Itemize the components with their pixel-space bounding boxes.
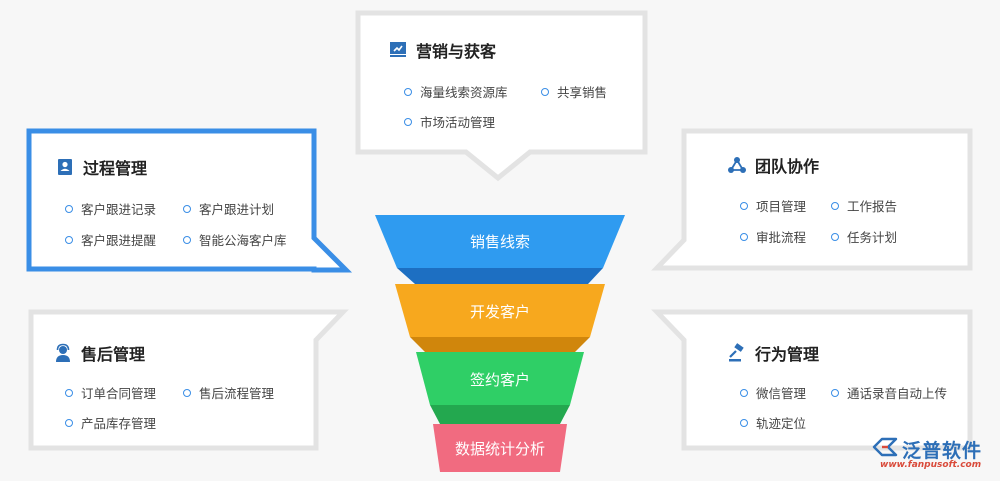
funnel-stage-1-shape [375,215,625,268]
fanpu-logo-icon [872,437,898,457]
bullet-dot-icon [831,201,839,210]
list-item: 客户跟进记录 [65,199,156,218]
bullet-dot-icon [541,87,549,96]
list-item: 轨迹定位 [740,413,806,432]
brand-name: 泛普软件 [902,440,983,462]
bullet-dot-icon [65,204,73,213]
funnel-twist-3 [430,405,570,424]
process-title: 过程管理 [55,155,147,179]
support-agent-icon [56,343,70,362]
card-outline-process [26,128,353,273]
funnel-stage-4-label: 数据统计分析 [454,440,545,458]
list-item: 共享销售 [541,82,607,101]
bullet-dot-icon [831,232,839,241]
card-outline-aftersales [28,309,349,451]
list-item: 客户跟进提醒 [65,230,156,249]
brand-logo: 泛普软件 www.fanpusoft.com [870,436,995,476]
brand-url: www.fanpusoft.com [880,460,982,470]
list-item: 智能公海客户库 [183,230,287,249]
funnel-stage-3-label: 签约客户 [469,371,530,389]
bullet-dot-icon [65,235,73,244]
list-item: 市场活动管理 [404,112,495,131]
marketing-title: 营销与获客 [388,38,496,62]
bullet-dot-icon [65,388,73,397]
funnel-stage-3-shape [416,352,584,405]
card-outline-behavior [651,309,973,451]
funnel-stage-2-label: 开发客户 [469,303,530,321]
list-item: 海量线索资源库 [404,82,508,101]
bullet-dot-icon [740,418,748,427]
bullet-dot-icon [740,388,748,397]
bullet-dot-icon [65,418,73,427]
bullet-dot-icon [740,201,748,210]
id-card-icon [58,159,72,175]
list-item: 售后流程管理 [183,383,274,402]
funnel-twist-1 [397,268,603,284]
aftersales-title-text: 售后管理 [81,345,146,364]
list-item: 项目管理 [740,196,806,215]
list-item: 审批流程 [740,227,806,246]
list-item: 订单合同管理 [65,383,156,402]
team-title-text: 团队协作 [755,157,820,176]
list-item: 微信管理 [740,383,806,402]
bullet-dot-icon [183,388,191,397]
presentation-board-icon [390,42,406,57]
bullet-dot-icon [404,117,412,126]
bullet-dot-icon [183,235,191,244]
list-item: 客户跟进计划 [183,199,274,218]
list-item: 工作报告 [831,196,897,215]
list-item: 产品库存管理 [65,413,156,432]
behavior-title-text: 行为管理 [755,345,820,364]
gavel-icon [729,343,744,362]
bullet-dot-icon [740,232,748,241]
list-item: 任务计划 [831,227,897,246]
network-nodes-icon [728,157,746,173]
marketing-title-text: 营销与获客 [416,42,497,61]
behavior-title: 行为管理 [727,341,819,365]
funnel-stage-2-shape [395,284,605,337]
bullet-dot-icon [183,204,191,213]
card-outline-team [651,128,973,271]
funnel-stage-4-shape [433,424,567,472]
team-title: 团队协作 [727,153,819,177]
funnel-stage-1-label: 销售线索 [469,233,530,251]
aftersales-title: 售后管理 [53,341,145,365]
process-title-text: 过程管理 [83,159,148,178]
bullet-dot-icon [831,388,839,397]
bullet-dot-icon [404,87,412,96]
card-outline-marketing [355,10,648,182]
funnel-twist-2 [410,337,590,352]
list-item: 通话录音自动上传 [831,383,947,402]
